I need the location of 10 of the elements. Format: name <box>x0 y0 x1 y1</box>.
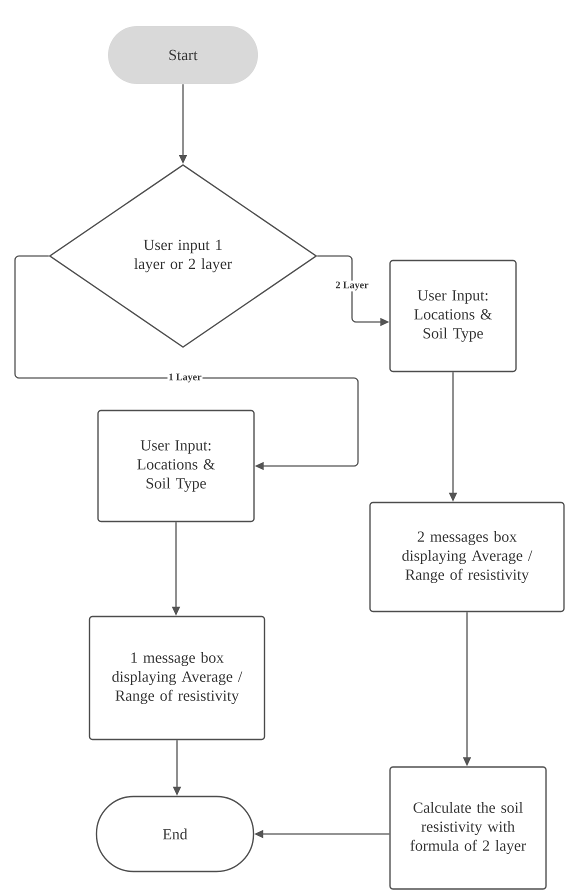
process-box: User Input: Locations & Soil Type <box>97 410 255 522</box>
edge-label: 1 Layer <box>167 372 203 384</box>
process-box: Calculate the soil resistivity with formula of 2 layer <box>389 766 547 890</box>
process-box: 1 message box displaying Average / Range of resistivity <box>88 616 266 740</box>
arrow <box>14 255 359 470</box>
end-terminal: End <box>96 796 254 872</box>
process-box: User Input: Locations & Soil Type <box>389 260 517 372</box>
process-box: 2 messages box displaying Average / Range of resistivity <box>369 502 565 612</box>
start-terminal: Start <box>108 26 258 84</box>
edge-label: 2 Layer <box>334 280 370 292</box>
